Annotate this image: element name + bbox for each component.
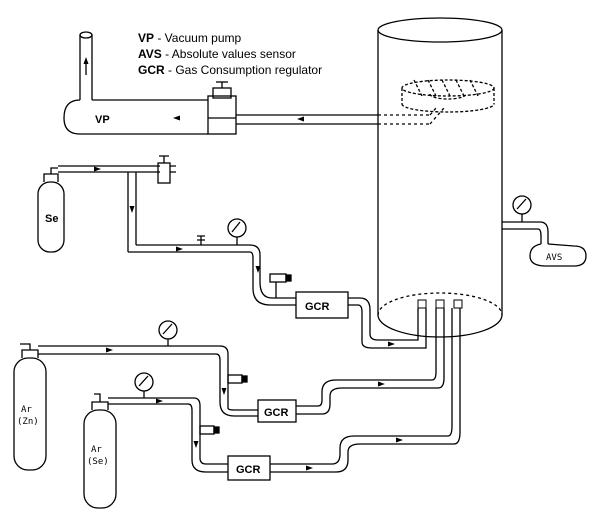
se-source: Se	[37, 155, 296, 306]
gcr-top-label: GCR	[305, 301, 330, 313]
legend-abbr: VP	[138, 31, 155, 45]
legend-row-vp: VP - Vacuum pump	[138, 30, 322, 46]
legend-row-gcr: GCR - Gas Consumption regulator	[138, 62, 322, 78]
legend-text: - Gas Consumption regulator	[164, 63, 323, 77]
legend-text: - Vacuum pump	[154, 31, 242, 45]
ar-zn-label-2: (Zn)	[17, 417, 39, 427]
legend-text: - Absolute values sensor	[161, 47, 296, 61]
legend-abbr: GCR	[138, 63, 165, 77]
internal-heater	[401, 79, 495, 113]
se-label: Se	[45, 213, 58, 225]
ar-se-label-1: Ar	[91, 445, 102, 455]
gcr-top: GCR	[295, 291, 427, 349]
avs-sensor: AVS	[502, 195, 587, 267]
vp-label: VP	[95, 114, 110, 126]
ar-zn-label-1: Ar	[21, 405, 32, 415]
reactor-vessel	[377, 17, 503, 338]
gcr-mid: GCR	[257, 308, 445, 423]
gcr-bottom: GCR	[227, 308, 461, 481]
avs-label: AVS	[546, 253, 562, 263]
ar-se-source: Ar (Se)	[83, 372, 228, 509]
legend: VP - Vacuum pump AVS - Absolute values s…	[138, 30, 322, 78]
ar-zn-source: Ar (Zn)	[13, 320, 258, 471]
vacuum-pump: VP	[63, 31, 445, 135]
legend-abbr: AVS	[138, 47, 162, 61]
gcr-mid-label: GCR	[264, 407, 289, 419]
ar-se-label-2: (Se)	[87, 457, 109, 467]
legend-row-avs: AVS - Absolute values sensor	[138, 46, 322, 62]
gcr-bottom-label: GCR	[236, 464, 261, 476]
